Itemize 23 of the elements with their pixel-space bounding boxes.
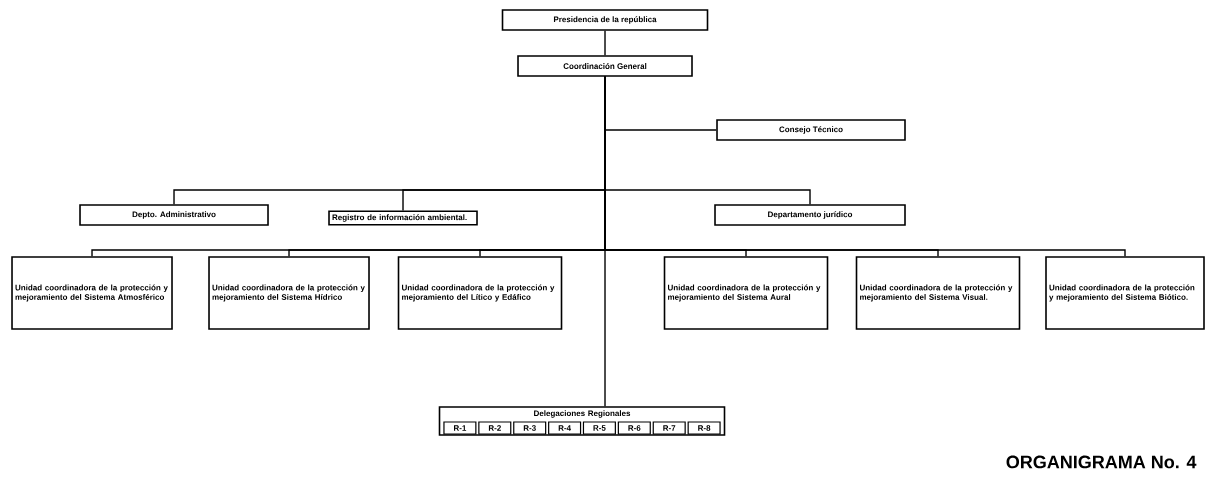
department-box: Consejo Técnico (716, 119, 906, 141)
unit-box: Unidad coordinadora de la protección y mejoramiento del Lítico y Edáfico (397, 256, 563, 330)
unit-box: Unidad coordinadora de la protección y mejoramiento del Sistema Biótico. (1045, 256, 1205, 330)
department-box: Departamento jurídico (714, 204, 906, 226)
region-cell: R-1 (443, 421, 477, 435)
chart-title: ORGANIGRAMA No. 4 (1006, 455, 1197, 469)
region-cell: R-5 (582, 421, 616, 435)
unit-box: Unidad coordinadora de la protección y mejoramiento del Sistema Visual. (855, 256, 1021, 330)
connector-line (604, 76, 606, 407)
connector-line (604, 30, 606, 56)
region-cell: R-4 (548, 421, 582, 435)
region-cell: R-2 (478, 421, 512, 435)
region-cell: R-7 (652, 421, 686, 435)
region-cell: R-6 (617, 421, 651, 435)
department-box: Registro de información ambiental. (328, 210, 478, 226)
department-box: Depto. Administrativo (79, 204, 269, 226)
department-box: Coordinación General (517, 55, 693, 77)
unit-box: Unidad coordinadora de la protección y mejoramiento del Sistema Hídrico (208, 256, 370, 330)
department-box: Presidencia de la república (501, 9, 709, 31)
region-cell: R-3 (513, 421, 547, 435)
unit-box: Unidad coordinadora de la protección y mejoramiento del Sistema Atmosférico (11, 256, 173, 330)
unit-box: Unidad coordinadora de la protección y mejoramiento del Sistema Aural (663, 256, 829, 330)
region-cell: R-8 (687, 421, 721, 435)
